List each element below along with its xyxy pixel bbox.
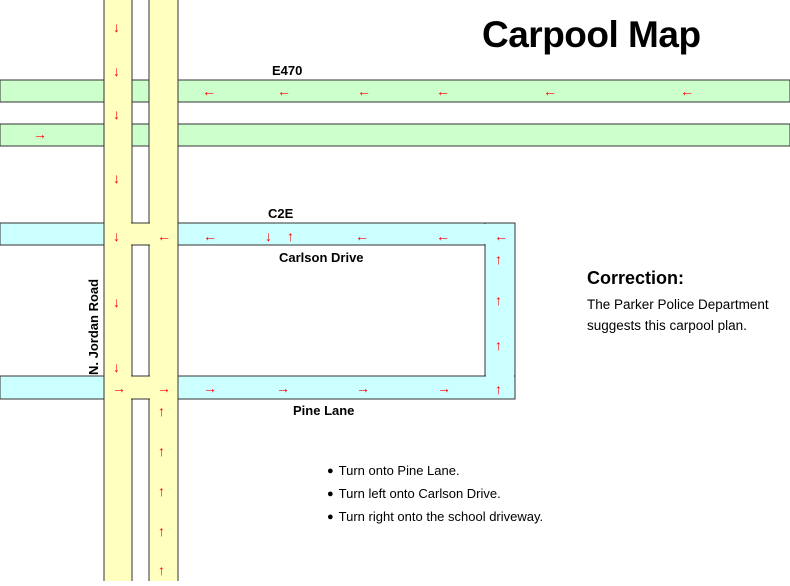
arrow-down-icon: ↓ — [113, 63, 120, 79]
arrow-right-icon: → — [437, 380, 451, 396]
map-title: Carpool Map — [482, 14, 701, 55]
instruction-item: Turn left onto Carlson Drive. — [327, 483, 543, 506]
arrow-up-icon: ↑ — [158, 523, 165, 539]
arrow-up-icon: ↑ — [158, 483, 165, 499]
arrow-down-icon: ↓ — [113, 228, 120, 244]
arrow-up-icon: ↑ — [495, 337, 502, 353]
arrow-down-icon: ↓ — [113, 294, 120, 310]
correction-body: The Parker Police Department suggests th… — [587, 297, 769, 333]
arrow-up-icon: ↑ — [495, 292, 502, 308]
arrow-right-icon: → — [203, 380, 217, 396]
arrow-left-icon: ← — [436, 83, 450, 99]
arrow-right-icon: → — [33, 126, 47, 142]
arrow-up-icon: ↑ — [158, 403, 165, 419]
arrow-left-icon: ← — [203, 228, 217, 244]
arrow-down-icon: ↓ — [113, 359, 120, 375]
carlson-drive-label: Carlson Drive — [279, 250, 364, 265]
jordan-southbound-lane — [103, 0, 133, 586]
arrow-left-icon: ← — [355, 228, 369, 244]
jordan-road-label: N. Jordan Road — [86, 279, 101, 375]
arrow-down-icon: ↓ — [265, 228, 272, 244]
e470-westbound-lane — [0, 79, 790, 103]
arrow-down-icon: ↓ — [113, 106, 120, 122]
arrow-down-icon: ↓ — [113, 170, 120, 186]
arrow-up-icon: ↑ — [158, 562, 165, 578]
arrow-right-icon: → — [157, 380, 171, 396]
arrow-up-icon: ↑ — [158, 443, 165, 459]
arrow-left-icon: ← — [202, 83, 216, 99]
jordan-crossover-c2e — [131, 223, 150, 245]
arrow-left-icon: ← — [436, 228, 450, 244]
correction-heading: Correction: — [587, 268, 685, 288]
instruction-item: Turn onto Pine Lane. — [327, 460, 543, 483]
arrow-right-icon: → — [112, 380, 126, 396]
direction-arrows: ← ← ← ← ← ← → ↓ ↓ ↓ ↓ ↓ ↓ ↓ ← ← ↓ ↑ ← ← ← ↑ ↑ ↑ ↑ → → → → → → ↑ ↑ ↑ ↑ ↑ — [33, 19, 694, 578]
arrow-left-icon: ← — [543, 83, 557, 99]
arrow-down-icon: ↓ — [113, 19, 120, 35]
road-fill-patch — [486, 224, 514, 398]
arrow-left-icon: ← — [494, 228, 508, 244]
arrow-left-icon: ← — [277, 83, 291, 99]
jordan-northbound-lane — [148, 0, 179, 586]
arrow-up-icon: ↑ — [287, 228, 294, 244]
e470-label: E470 — [272, 63, 302, 78]
arrow-left-icon: ← — [157, 228, 171, 244]
arrow-left-icon: ← — [357, 83, 371, 99]
arrow-up-icon: ↑ — [495, 251, 502, 267]
pine-lane-label: Pine Lane — [293, 403, 354, 418]
arrow-left-icon: ← — [680, 83, 694, 99]
e470-eastbound-lane — [0, 123, 790, 147]
c2e-label: C2E — [268, 206, 294, 221]
instruction-list: Turn onto Pine Lane. Turn left onto Carl… — [327, 460, 544, 529]
instruction-item: Turn right onto the school driveway. — [327, 506, 544, 529]
arrow-right-icon: → — [356, 380, 370, 396]
carlson-inner-block — [177, 244, 486, 377]
jordan-crossover-pine — [131, 376, 150, 399]
arrow-right-icon: → — [276, 380, 290, 396]
arrow-up-icon: ↑ — [495, 381, 502, 397]
